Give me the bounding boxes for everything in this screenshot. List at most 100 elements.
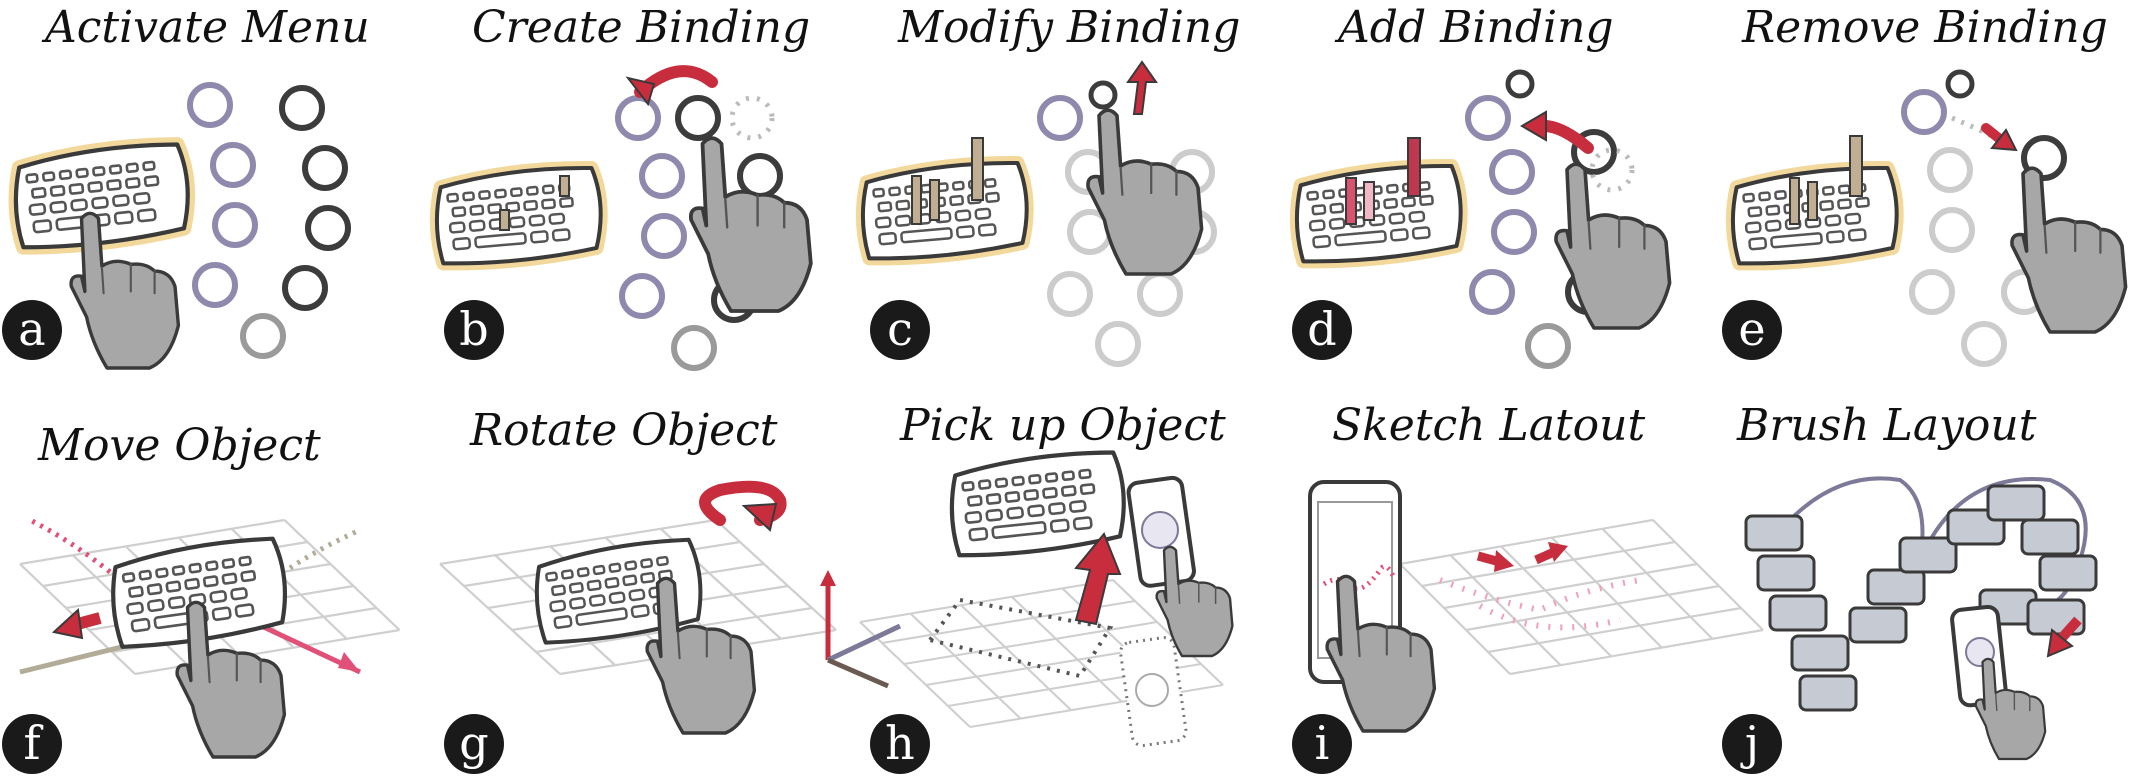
menu-ring — [1140, 274, 1180, 314]
panel-f-illustration — [18, 517, 401, 759]
panel-title-j: Brush Layout — [1736, 400, 2037, 451]
menu-ring — [642, 156, 682, 196]
slider-handle — [1789, 177, 1800, 225]
menu-ring — [1945, 69, 1975, 99]
up-arrow-icon — [1074, 532, 1122, 626]
panel-title-g: Rotate Object — [469, 405, 778, 456]
menu-ring — [305, 148, 345, 188]
arrow-head-icon — [625, 76, 656, 107]
menu-ring — [1932, 210, 1972, 250]
panel-h-illustration — [820, 449, 1234, 748]
hand-icon — [1974, 657, 2047, 761]
svg-text:d: d — [1307, 302, 1336, 356]
keyboard-icon — [1293, 163, 1465, 265]
arrow-icon — [1534, 547, 1556, 565]
menu-ring — [1528, 326, 1568, 366]
menu-ring — [1472, 272, 1512, 312]
badge-h: h — [870, 714, 930, 774]
menu-ring — [195, 265, 235, 305]
menu-ring — [213, 145, 253, 185]
panel-j-illustration — [1744, 476, 2098, 761]
menu-ring — [282, 88, 322, 128]
badge-f: f — [2, 714, 62, 774]
menu-ring — [1088, 80, 1118, 110]
axis-arrow-icon — [820, 570, 836, 586]
slider-handle — [1363, 181, 1375, 221]
phone-ghost — [1119, 636, 1188, 748]
menu-ring — [1912, 272, 1952, 312]
panel-title-i: Sketch Latout — [1332, 400, 1645, 451]
panel-title-h: Pick up Object — [899, 400, 1226, 451]
badge-a: a — [2, 300, 62, 360]
block-row — [1744, 484, 2098, 712]
panel-c-illustration — [859, 60, 1214, 364]
badge-d: d — [1292, 300, 1352, 360]
slider-handle — [1807, 181, 1818, 221]
menu-ring — [622, 276, 662, 316]
badge-j: j — [1722, 714, 1782, 774]
slider-handle — [1849, 135, 1863, 197]
curved-arrow-icon — [1534, 119, 1594, 154]
panel-title-c: Modify Binding — [897, 2, 1240, 53]
panel-g-illustration — [438, 480, 838, 735]
menu-ring — [678, 98, 718, 138]
arrow-head-icon — [741, 502, 778, 532]
menu-ring — [215, 205, 255, 245]
arrow-head-icon — [1494, 550, 1514, 572]
panel-title-e: Remove Binding — [1741, 2, 2108, 53]
menu-ring — [308, 208, 348, 248]
hand-icon — [1086, 108, 1204, 276]
slider-handle — [1345, 177, 1357, 225]
phone-app-icon — [1141, 511, 1179, 549]
panel-title-f: Move Object — [37, 420, 321, 471]
svg-text:g: g — [459, 716, 488, 770]
arrow-head-icon — [51, 607, 84, 640]
panel-e-illustration — [1729, 69, 2128, 364]
menu-ring — [1930, 150, 1970, 190]
menu-ring — [1904, 92, 1944, 132]
svg-text:f: f — [23, 716, 43, 770]
menu-ring — [243, 316, 283, 356]
motion-trail — [288, 527, 362, 571]
axis-down — [827, 657, 889, 689]
badge-g: g — [444, 714, 504, 774]
panel-title-a: Activate Menu — [41, 2, 370, 53]
menu-ring — [644, 216, 684, 256]
slider-handle — [971, 137, 984, 201]
menu-ring — [1050, 274, 1090, 314]
svg-text:j: j — [1740, 716, 1759, 770]
panel-title-b: Create Binding — [472, 2, 810, 53]
axis-right — [826, 623, 902, 663]
arrow-head-icon — [1520, 110, 1547, 142]
slider-handle — [911, 175, 922, 225]
svg-text:i: i — [1315, 716, 1330, 770]
keyboard-icon — [11, 141, 193, 251]
menu-ring — [1468, 98, 1508, 138]
menu-ring — [1040, 98, 1080, 138]
motion-trail — [28, 517, 112, 574]
menu-ring — [1098, 324, 1138, 364]
svg-text:h: h — [885, 716, 915, 770]
drop-outline — [926, 597, 1114, 679]
menu-ring — [285, 268, 325, 308]
slider-handle — [1407, 137, 1421, 197]
ground-grid — [1398, 518, 1765, 676]
keyboard-icon — [859, 160, 1031, 262]
menu-ring — [1492, 152, 1532, 192]
menu-ring — [618, 98, 658, 138]
arrow-head-icon — [2046, 628, 2074, 658]
arrow-head-icon — [1548, 542, 1568, 562]
hand-icon — [2010, 166, 2128, 334]
badge-i: i — [1292, 714, 1352, 774]
panel-d-illustration — [1293, 69, 1672, 366]
arrow-icon — [2056, 616, 2082, 644]
ghost-ring — [729, 95, 775, 141]
slider-handle — [559, 175, 570, 197]
keyboard-icon — [433, 165, 605, 267]
ghost-ring — [1589, 147, 1635, 193]
slider-handle — [499, 209, 510, 231]
svg-text:b: b — [459, 302, 488, 356]
arrow-head-icon — [1990, 128, 2018, 152]
badge-e: e — [1722, 300, 1782, 360]
